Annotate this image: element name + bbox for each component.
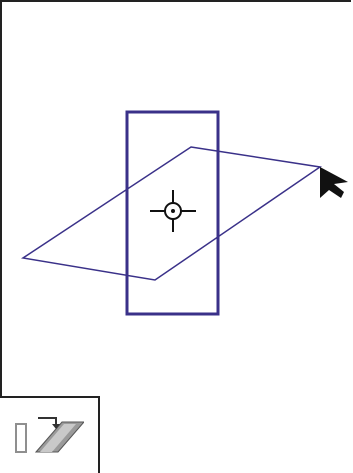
reflect-transform-icon xyxy=(15,417,84,453)
arrow-cursor-icon xyxy=(320,167,348,198)
reflect-transform-button[interactable] xyxy=(12,414,84,458)
selected-rectangle[interactable] xyxy=(125,110,220,316)
tool-panel xyxy=(0,396,100,473)
transform-preview-shape xyxy=(20,146,322,281)
crosshair-center-icon[interactable] xyxy=(150,190,196,232)
